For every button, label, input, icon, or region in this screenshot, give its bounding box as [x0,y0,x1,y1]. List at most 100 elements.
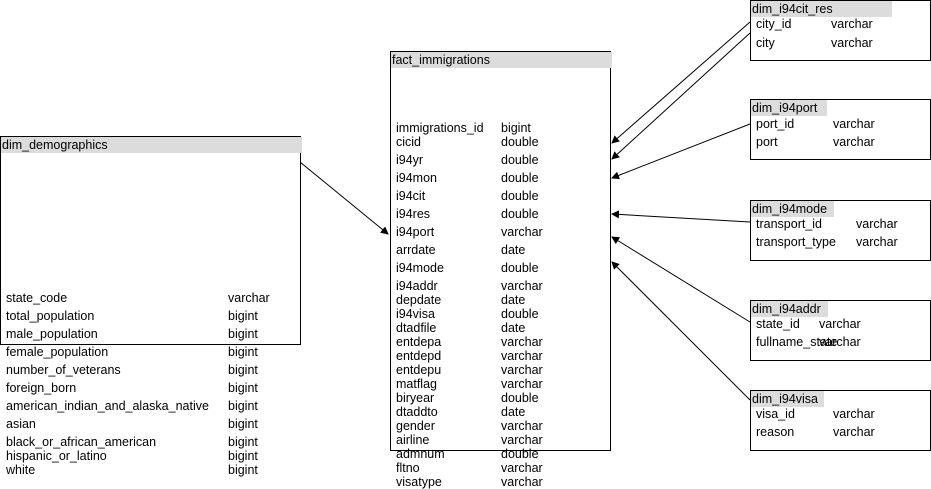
column-type: bigint [228,435,258,449]
column-type: bigint [228,463,258,477]
relationship-arrows [299,21,751,401]
column-name: fullname_state [756,335,838,349]
column-name: entdepa [396,335,442,349]
column-name: i94res [396,207,431,221]
column-type: varchar [819,335,861,349]
column-type: varchar [833,117,875,131]
column-name: entdepd [396,349,442,363]
arrow-cit-res-to-fact-2 [611,32,751,160]
column-type: varchar [833,425,875,439]
column-name: hispanic_or_latino [6,449,107,463]
arrow-port-to-fact [611,123,751,180]
column-type: varchar [501,279,543,293]
column-name: immigrations_id [396,121,484,135]
column-type: varchar [501,475,543,489]
column-name: biryear [396,391,435,405]
column-name: black_or_african_american [6,435,157,449]
column-name: visatype [396,475,442,489]
column-name: fltno [396,461,420,475]
arrow-demographics-to-fact [299,161,389,235]
column-name: dtaddto [396,405,438,419]
column-name: city_id [756,17,792,31]
column-name: port [756,135,778,149]
column-name: admnum [396,447,445,461]
column-name: airline [396,433,430,447]
column-type: varchar [856,217,898,231]
column-name: gender [396,419,435,433]
column-type: bigint [228,345,258,359]
column-type: varchar [501,433,543,447]
column-name: i94mode [396,261,444,275]
column-name: i94port [396,225,435,239]
column-type: double [501,171,539,185]
table-title: dim_demographics [1,137,302,153]
column-name: arrdate [396,243,436,257]
column-type: varchar [501,225,543,239]
column-name: entdepu [396,363,442,377]
column-type: varchar [831,17,873,31]
column-name: i94cit [396,189,426,203]
column-name: cicid [396,135,422,149]
column-type: double [501,207,539,221]
arrow-mode-to-fact [611,210,751,223]
column-type: varchar [833,135,875,149]
column-name: foreign_born [6,381,77,395]
table-title: dim_i94cit_res [751,1,892,17]
column-name: i94yr [396,153,424,167]
column-type: varchar [833,407,875,421]
column-type: bigint [228,309,258,323]
table-dim-demographics[interactable]: dim_demographics state_code varchar total_… [0,136,302,477]
column-type: varchar [819,317,861,331]
column-type: bigint [228,327,258,341]
column-type: varchar [501,377,543,391]
column-type: double [501,307,539,321]
arrow-addr-to-fact [611,236,751,323]
table-title: dim_i94mode [751,201,834,217]
column-name: i94addr [396,279,438,293]
column-name: state_code [6,291,68,305]
column-type: double [501,153,539,167]
column-type: bigint [228,417,258,431]
column-name: male_population [6,327,98,341]
column-name: port_id [756,117,795,131]
column-type: double [501,447,539,461]
column-type: double [501,189,539,203]
column-type: double [501,261,539,275]
column-name: total_population [6,309,95,323]
column-type: double [501,391,539,405]
arrow-cit-res-to-fact-1 [611,21,751,144]
table-title: fact_immigrations [391,52,612,68]
column-type: bigint [501,121,531,135]
column-name: white [6,463,36,477]
column-type: varchar [501,363,543,377]
column-type: varchar [501,349,543,363]
column-type: varchar [501,335,543,349]
column-name: number_of_veterans [6,363,121,377]
column-type: varchar [501,419,543,433]
table-fact-immigrations[interactable]: fact_immigrations immigrations_id bigint c… [390,51,612,489]
column-type: varchar [856,235,898,249]
column-type: bigint [228,381,258,395]
column-name: transport_type [756,235,836,249]
arrow-visa-to-fact [611,261,751,401]
table-title: dim_i94port [751,100,827,116]
column-type: varchar [228,291,270,305]
column-name: dtadfile [396,321,437,335]
column-type: double [501,135,539,149]
column-type: bigint [228,449,258,463]
column-name: transport_id [756,217,823,231]
column-name: matflag [396,377,437,391]
table-title: dim_i94addr [751,301,828,317]
column-type: varchar [501,461,543,475]
column-type: date [501,243,526,257]
column-name: i94visa [396,307,435,321]
column-name: i94mon [396,171,437,185]
column-name: female_population [6,345,109,359]
column-type: varchar [831,36,873,50]
column-type: bigint [228,399,258,413]
